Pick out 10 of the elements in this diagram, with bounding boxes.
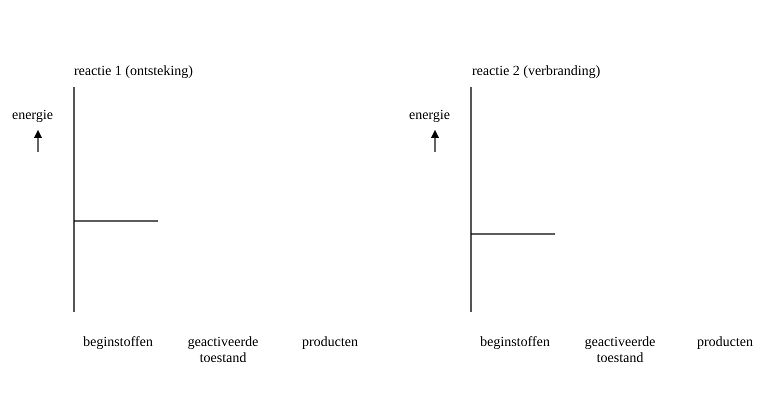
category-label: producten [696, 335, 754, 351]
chart-title: reactie 2 (verbranding) [472, 64, 602, 80]
category-label: producten [301, 335, 359, 351]
axis-label: energie [12, 108, 54, 124]
chart-title: reactie 1 (ontsteking) [74, 64, 194, 80]
category-label: beginstoffen [479, 335, 551, 351]
axis-label: energie [409, 108, 451, 124]
category-label: geactiveerde toestand [186, 335, 260, 367]
category-label: geactiveerde toestand [584, 335, 656, 367]
category-label: beginstoffen [82, 335, 154, 351]
